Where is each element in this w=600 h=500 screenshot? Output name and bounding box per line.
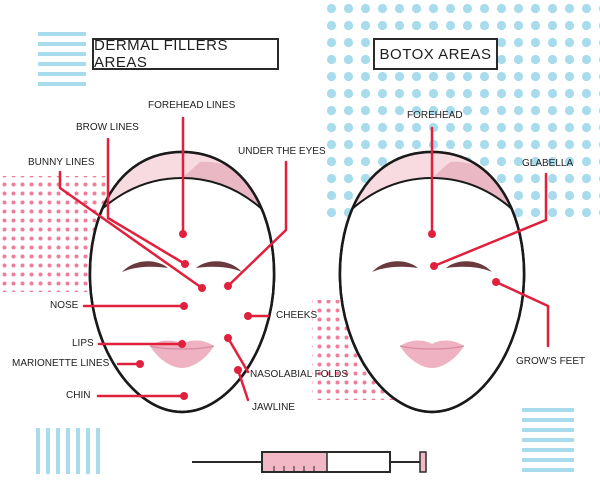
label-cheeks: CHEEKS — [276, 310, 318, 321]
lips-left — [150, 340, 214, 368]
headband-fold-right — [432, 161, 525, 232]
stripes-top-left — [38, 32, 86, 86]
brow-left-2 — [196, 261, 242, 272]
label-lips: LIPS — [72, 338, 94, 349]
brow-right-2 — [446, 261, 492, 272]
leader-nasolabial — [226, 336, 250, 374]
stripes-bottom-left — [36, 428, 100, 474]
leader-crows-feet — [494, 280, 550, 348]
label-forehead: FOREHEAD — [407, 110, 463, 121]
label-crows-feet: GROW'S FEET — [516, 356, 586, 367]
label-bunny-lines: BUNNY LINES — [28, 157, 95, 168]
fillers-title: DERMAL FILLERS AREAS — [92, 37, 279, 71]
points-fillers — [136, 230, 252, 400]
label-glabella: GLABELLA — [522, 158, 574, 169]
label-jawline: JAWLINE — [252, 402, 295, 413]
stripes-bottom-right — [522, 408, 574, 472]
label-chin: CHIN — [66, 390, 91, 401]
leader-brow-lines — [106, 137, 187, 266]
syringe-icon — [192, 451, 427, 473]
brow-left-1 — [122, 261, 168, 272]
brow-right-1 — [372, 261, 418, 272]
headband-fold-left — [182, 161, 275, 232]
lips-right — [400, 340, 464, 368]
leader-under-the-eyes — [226, 160, 288, 288]
label-brow-lines: BROW LINES — [76, 122, 139, 133]
label-nasolabial-folds: NASOLABIAL FOLDS — [250, 369, 348, 380]
leader-glabella — [432, 172, 548, 268]
botox-title: BOTOX AREAS — [373, 38, 498, 70]
label-under-the-eyes: UNDER THE EYES — [238, 146, 326, 157]
face-left — [88, 150, 276, 414]
label-nose: NOSE — [50, 300, 79, 311]
label-forehead-lines: FOREHEAD LINES — [148, 100, 236, 111]
points-botox — [428, 230, 500, 286]
face-right — [338, 150, 526, 414]
leader-bunny-lines — [58, 170, 204, 290]
leaders-botox — [430, 126, 550, 348]
label-marionette-lines: MARIONETTE LINES — [12, 358, 110, 369]
leader-jawline — [236, 368, 250, 402]
